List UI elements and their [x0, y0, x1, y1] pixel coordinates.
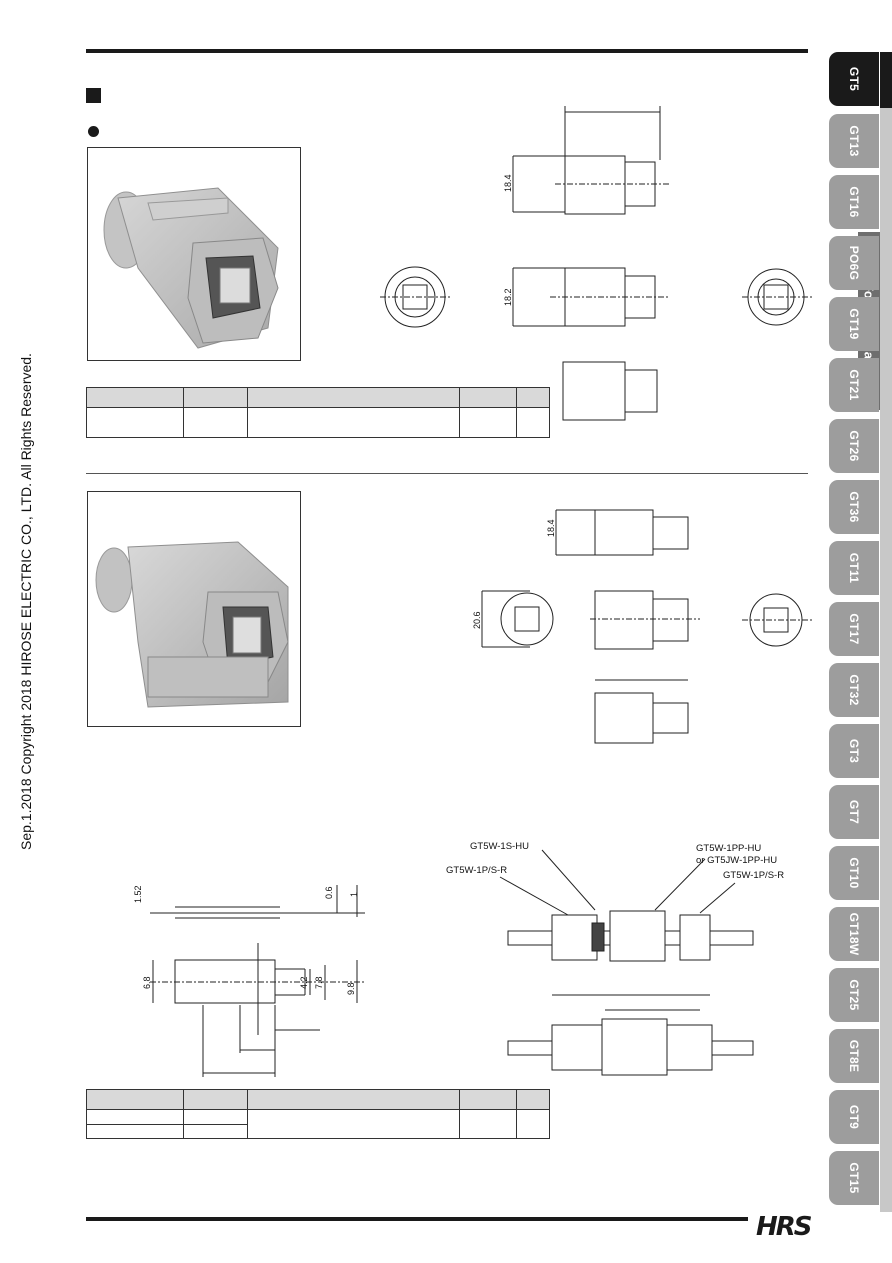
tab-gt3[interactable]: GT3: [829, 724, 879, 778]
tab-gt18w[interactable]: GT18W: [829, 907, 879, 961]
tab-gt7[interactable]: GT7: [829, 785, 879, 839]
tab-gt19[interactable]: GT19: [829, 297, 879, 351]
tab-gt11[interactable]: GT11: [829, 541, 879, 595]
dim-7-8: 7.8: [314, 976, 324, 989]
tab-gt25[interactable]: GT25: [829, 968, 879, 1022]
sidebar-strip: [880, 52, 892, 1212]
callout-receptacle-housing: GT5W-1S-HU: [470, 841, 529, 852]
tab-gt16[interactable]: GT16: [829, 175, 879, 229]
dim-0-6: 0.6: [324, 886, 334, 899]
dim-6-8: 6.8: [142, 976, 152, 989]
dim-thickness: 1.52: [133, 885, 143, 903]
tab-gt10[interactable]: GT10: [829, 846, 879, 900]
callout-contact-right: GT5W-1P/S-R: [723, 870, 784, 881]
callout-plug-housing: GT5W-1PP-HU: [696, 843, 761, 854]
tab-gt13[interactable]: GT13: [829, 114, 879, 168]
receptacle-outline-drawing: 18.4 18.2: [380, 106, 670, 421]
hrs-logo: HRS: [756, 1212, 812, 1242]
dim-9-8: 9.8: [346, 982, 356, 995]
callout-plug-alt: or GT5JW-1PP-HU: [696, 855, 777, 866]
copyright-text: Sep.1.2018 Copyright 2018 HIROSE ELECTRI…: [18, 353, 34, 850]
tab-gt26[interactable]: GT26: [829, 419, 879, 473]
section-divider: [86, 473, 808, 474]
dim-height-4: 20.6: [472, 611, 482, 629]
tab-gt8e[interactable]: GT8E: [829, 1029, 879, 1083]
spec-table-1: [86, 387, 550, 438]
bottom-rule: [86, 1217, 748, 1221]
dim-4-2: 4.2: [299, 976, 309, 989]
dim-height-2: 18.2: [503, 288, 513, 306]
section-square-bullet: [86, 88, 101, 103]
top-rule: [86, 49, 808, 53]
dim-height-1: 18.4: [503, 174, 513, 192]
tab-gt17[interactable]: GT17: [829, 602, 879, 656]
tab-gt36[interactable]: GT36: [829, 480, 879, 534]
receptacle-rear-view: [742, 268, 812, 326]
tab-gt5[interactable]: GT5: [829, 52, 879, 106]
circle-bullet: [88, 126, 99, 137]
dim-1: 1: [349, 892, 359, 897]
product-photo-plug: [87, 491, 301, 727]
spec-table-2: [86, 1089, 550, 1139]
tab-gt15[interactable]: GT15: [829, 1151, 879, 1205]
mated-assembly-drawing: GT5W-1S-HU GT5W-1P/S-R GT5W-1PP-HU or GT…: [446, 841, 784, 1076]
dim-height-3: 18.4: [546, 519, 556, 537]
callout-contact-left: GT5W-1P/S-R: [446, 865, 507, 876]
tab-gt21[interactable]: GT21: [829, 358, 879, 412]
plug-outline-drawing: 18.4 20.6: [472, 509, 700, 744]
plug-rear-view: [742, 593, 812, 647]
tab-po6g[interactable]: PO6G: [829, 236, 879, 290]
sidebar-active-marker: [880, 52, 892, 108]
contact-drawing: 1.52 0.6 1 6.8 4.2 7.8 9.8: [133, 885, 365, 1077]
tab-gt9[interactable]: GT9: [829, 1090, 879, 1144]
product-photo-receptacle: [87, 147, 301, 361]
tab-gt32[interactable]: GT32: [829, 663, 879, 717]
